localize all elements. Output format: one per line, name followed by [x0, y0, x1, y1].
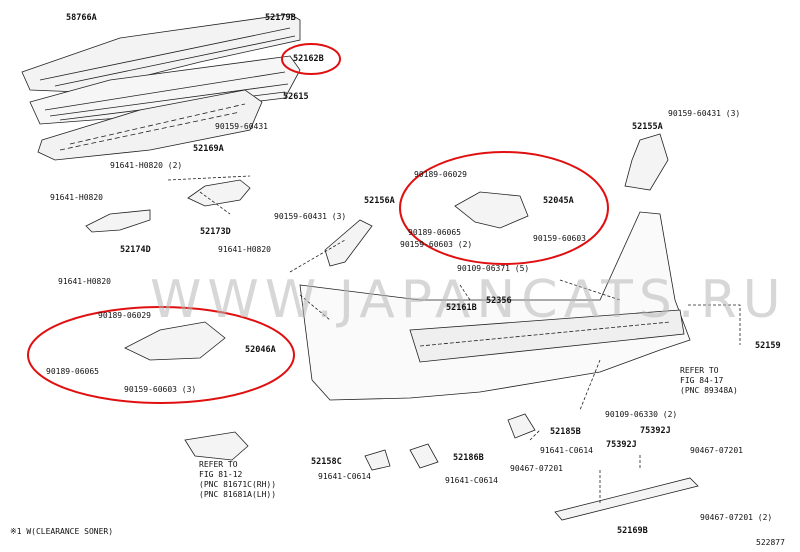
- part-label-90189-06029-a[interactable]: 90189-06029: [414, 170, 467, 179]
- part-label-91641-H0820-c[interactable]: 91641-H0820: [58, 277, 111, 286]
- part-label-52179B[interactable]: 52179B: [265, 13, 296, 23]
- part-label-90159-60603-2[interactable]: 90159-60603 (2): [400, 240, 473, 249]
- part-label-91641-H0820-b[interactable]: 91641-H0820: [218, 245, 271, 254]
- part-label-52185B[interactable]: 52185B: [550, 427, 581, 437]
- part-label-52161B[interactable]: 52161B: [446, 303, 477, 313]
- part-label-52162B[interactable]: 52162B: [293, 54, 324, 64]
- part-label-91641-H0820-2[interactable]: 91641-H0820 (2): [110, 161, 183, 170]
- part-label-52169A[interactable]: 52169A: [193, 144, 224, 154]
- part-label-90109-06371-5[interactable]: 90109-06371 (5): [457, 264, 530, 273]
- part-label-52155A[interactable]: 52155A: [632, 122, 663, 132]
- part-label-52156A[interactable]: 52156A: [364, 196, 395, 206]
- part-label-90159-60431-3b[interactable]: 90159-60431 (3): [668, 109, 741, 118]
- part-label-75392J-b[interactable]: 75392J: [606, 440, 637, 450]
- part-label-90159-60603-3[interactable]: 90159-60603 (3): [124, 385, 197, 394]
- watermark-text: WWW.JAPANCATS.RU: [150, 270, 787, 330]
- part-label-90109-06330-2[interactable]: 90109-06330 (2): [605, 410, 678, 419]
- part-label-52158C[interactable]: 52158C: [311, 457, 342, 467]
- part-label-52046A[interactable]: 52046A: [245, 345, 276, 355]
- part-label-52356[interactable]: 52356: [486, 296, 512, 306]
- part-label-90189-06065-a[interactable]: 90189-06065: [408, 228, 461, 237]
- part-label-52615[interactable]: 52615: [283, 92, 309, 102]
- part-label-52174D[interactable]: 52174D: [120, 245, 151, 255]
- part-label-52045A[interactable]: 52045A: [543, 196, 574, 206]
- part-label-90159-60431[interactable]: 90159-60431: [215, 122, 268, 131]
- part-label-90467-07201-a[interactable]: 90467-07201: [690, 446, 743, 455]
- footnote: ※1 W(CLEARANCE SONER): [10, 527, 114, 536]
- part-label-58766A[interactable]: 58766A: [66, 13, 97, 23]
- refer-note-fig-81-12: REFER TO FIG 81-12 (PNC 81671C(RH)) (PNC…: [199, 460, 277, 499]
- part-label-90159-60603-a[interactable]: 90159-60603: [533, 234, 586, 243]
- part-label-75392J-a[interactable]: 75392J: [640, 426, 671, 436]
- part-label-52186B[interactable]: 52186B: [453, 453, 484, 463]
- part-label-52169B[interactable]: 52169B: [617, 526, 648, 536]
- part-label-90467-07201-b[interactable]: 90467-07201: [510, 464, 563, 473]
- part-label-91641-C0614-a[interactable]: 91641-C0614: [540, 446, 593, 455]
- part-label-91641-H0820-a[interactable]: 91641-H0820: [50, 193, 103, 202]
- part-label-52159[interactable]: 52159: [755, 341, 781, 351]
- part-label-90189-06065-b[interactable]: 90189-06065: [46, 367, 99, 376]
- diagram-id: 522877: [756, 538, 785, 547]
- part-label-91641-C0614-b[interactable]: 91641-C0614: [318, 472, 371, 481]
- part-label-91641-C0614-c[interactable]: 91641-C0614: [445, 476, 498, 485]
- part-label-90467-07201-2[interactable]: 90467-07201 (2): [700, 513, 773, 522]
- part-label-90189-06029-b[interactable]: 90189-06029: [98, 311, 151, 320]
- refer-note-fig-84-17: REFER TO FIG 84-17 (PNC 89348A): [680, 366, 738, 395]
- part-label-90159-60431-3a[interactable]: 90159-60431 (3): [274, 212, 347, 221]
- part-label-52173D[interactable]: 52173D: [200, 227, 231, 237]
